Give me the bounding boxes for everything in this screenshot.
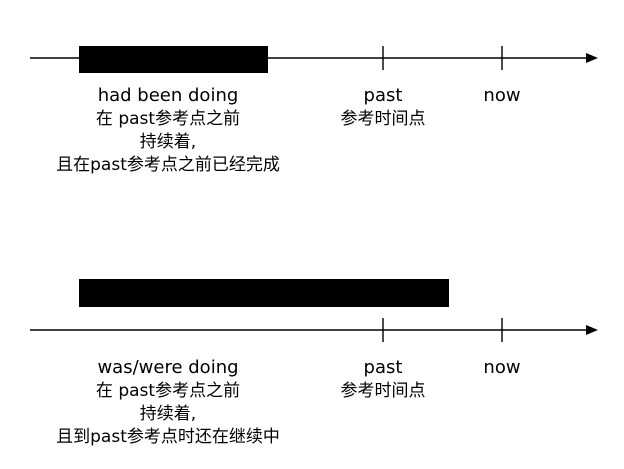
timeline-2	[30, 279, 598, 342]
timeline-2-caption-line-4: 且到past参考点时还在继续中	[56, 427, 280, 447]
timeline-1-duration-bar	[79, 46, 268, 73]
timeline-1-caption-tense: had been doing	[97, 85, 239, 106]
timeline-2-now-label: now	[483, 357, 521, 378]
timeline-1	[30, 46, 598, 73]
timeline-2-caption-tense: was/were doing	[97, 357, 239, 378]
timeline-2-past-sublabel: 参考时间点	[340, 381, 426, 401]
timeline-1-caption-line-3: 持续着,	[139, 132, 197, 152]
timeline-1-caption-line-2: 在 past参考点之前	[95, 109, 241, 129]
timeline-1-past-label: past	[363, 85, 403, 106]
timeline-2-arrowhead	[586, 325, 598, 335]
timeline-1-arrowhead	[586, 53, 598, 63]
timeline-2-duration-bar	[79, 279, 449, 307]
timeline-2-caption-line-3: 持续着,	[139, 404, 197, 424]
timeline-1-past-sublabel: 参考时间点	[340, 109, 426, 129]
timeline-2-caption-line-2: 在 past参考点之前	[95, 381, 241, 401]
timeline-2-past-label: past	[363, 357, 403, 378]
timeline-1-now-label: now	[483, 85, 521, 106]
timeline-1-caption-line-4: 且在past参考点之前已经完成	[56, 155, 280, 175]
